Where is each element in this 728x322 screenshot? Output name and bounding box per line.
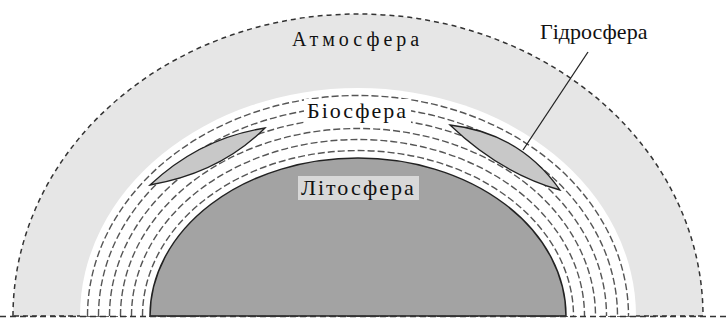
base-line <box>0 316 728 318</box>
hatch-arc <box>88 96 629 317</box>
sphere-label: Гідросфера <box>540 20 647 44</box>
sphere-name: Атмосфера <box>289 28 426 50</box>
sphere-name: Літосфера <box>298 176 419 200</box>
biosphere-outline <box>80 88 636 316</box>
hydrosphere-lens <box>150 128 265 185</box>
hydrosphere-lens <box>450 125 560 190</box>
lithosphere-outline <box>150 158 566 316</box>
leader-line <box>523 52 588 150</box>
atmosphere-band: АтмосфераБіосфераЛітосфера <box>13 14 703 316</box>
atmosphere-outline <box>13 14 703 316</box>
lithosphere-core: Літосфера <box>150 158 566 316</box>
sphere-name: Біосфера <box>304 99 411 123</box>
hatch-arc <box>99 107 618 317</box>
biosphere-band: БіосфераЛітосфера <box>80 88 636 316</box>
hatch-arc <box>143 151 574 316</box>
